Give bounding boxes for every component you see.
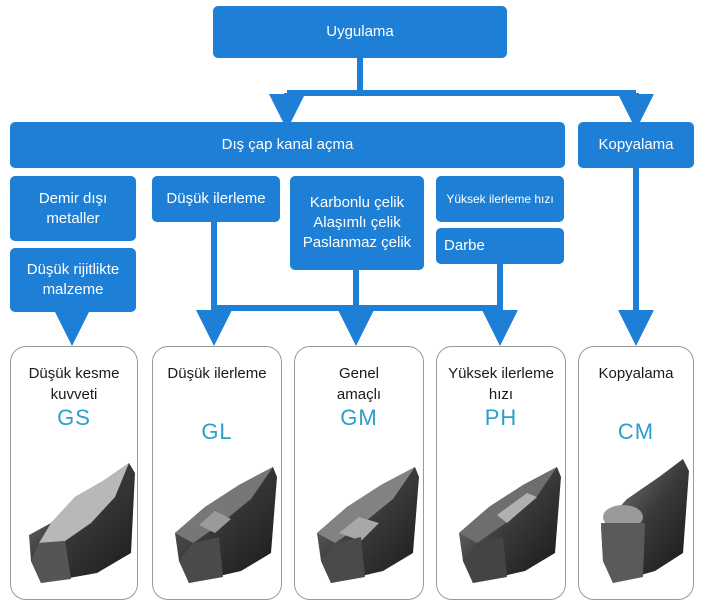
insert-icon [601,459,689,583]
malzeme-line-1: Karbonlu çelik [309,194,405,211]
card-ph-title-line-1: Yüksek ilerleme [448,365,554,382]
malzemeler-box: Karbonlu çelik Alaşımlı çelik Paslanmaz … [290,176,424,270]
card-gm-title: Genel amaçlı [295,363,423,405]
darbe-box: Darbe [436,228,564,264]
card-ph-title-line-2: hızı [488,386,514,403]
card-gl-title-line-1: Düşük ilerleme [167,365,267,382]
root-box: Uygulama [213,6,507,58]
dusuk-rijit-box: Düşük rijitlikte malzeme [10,248,136,312]
card-gm-code: GM [340,405,378,430]
kopyalama-branch-label: Kopyalama [598,136,674,153]
malzeme-line-3: Paslanmaz çelik [302,234,412,251]
card-ph-title: Yüksek ilerleme hızı [437,363,565,405]
dusuk-ilerleme-label: Düşük ilerleme [166,190,266,207]
dusuk-rijit-line-1: Düşük rijitlikte [26,261,120,278]
card-cm-title-line-1: Kopyalama [598,365,674,382]
card-gm-title-line-2: amaçlı [336,386,382,403]
demir-disi-line-1: Demir dışı [38,189,108,207]
card-gs-code: GS [57,405,91,430]
card-cm-code: CM [617,419,655,444]
card-gm: Genel amaçlı GM [294,346,424,600]
card-ph: Yüksek ilerleme hızı PH [436,346,566,600]
card-gl-title: Düşük ilerleme [153,363,281,384]
darbe-label: Darbe [444,237,485,254]
demir-disi-box: Demir dışı metaller [10,176,136,241]
insert-icon [459,467,561,583]
card-ph-code: PH [484,405,518,430]
dis-cap-label: Dış çap kanal açma [221,136,354,153]
insert-icon [175,467,277,583]
card-cm: Kopyalama CM [578,346,694,600]
yuksek-hiz-label: Yüksek ilerleme hızı [446,192,554,206]
card-gm-title-line-1: Genel [338,365,380,382]
card-gs-title-line-1: Düşük kesme [28,365,120,382]
dusuk-rijit-line-2: malzeme [42,281,104,298]
card-gs-title-line-2: kuvveti [50,386,98,403]
yuksek-hiz-box: Yüksek ilerleme hızı [436,176,564,222]
demir-disi-line-2: metaller [46,209,100,227]
card-gl: Düşük ilerleme GL [152,346,282,600]
insert-icon [317,467,419,583]
root-label: Uygulama [326,23,394,40]
malzeme-line-2: Alaşımlı çelik [313,214,401,231]
card-cm-title: Kopyalama [579,363,693,384]
kopyalama-branch-box: Kopyalama [578,122,694,168]
card-gl-code: GL [201,419,233,444]
dis-cap-box: Dış çap kanal açma [10,122,565,168]
card-gs-title: Düşük kesme kuvveti [11,363,137,405]
insert-icon [29,463,135,583]
card-gs: Düşük kesme kuvveti GS [10,346,138,600]
dusuk-ilerleme-box: Düşük ilerleme [152,176,280,222]
